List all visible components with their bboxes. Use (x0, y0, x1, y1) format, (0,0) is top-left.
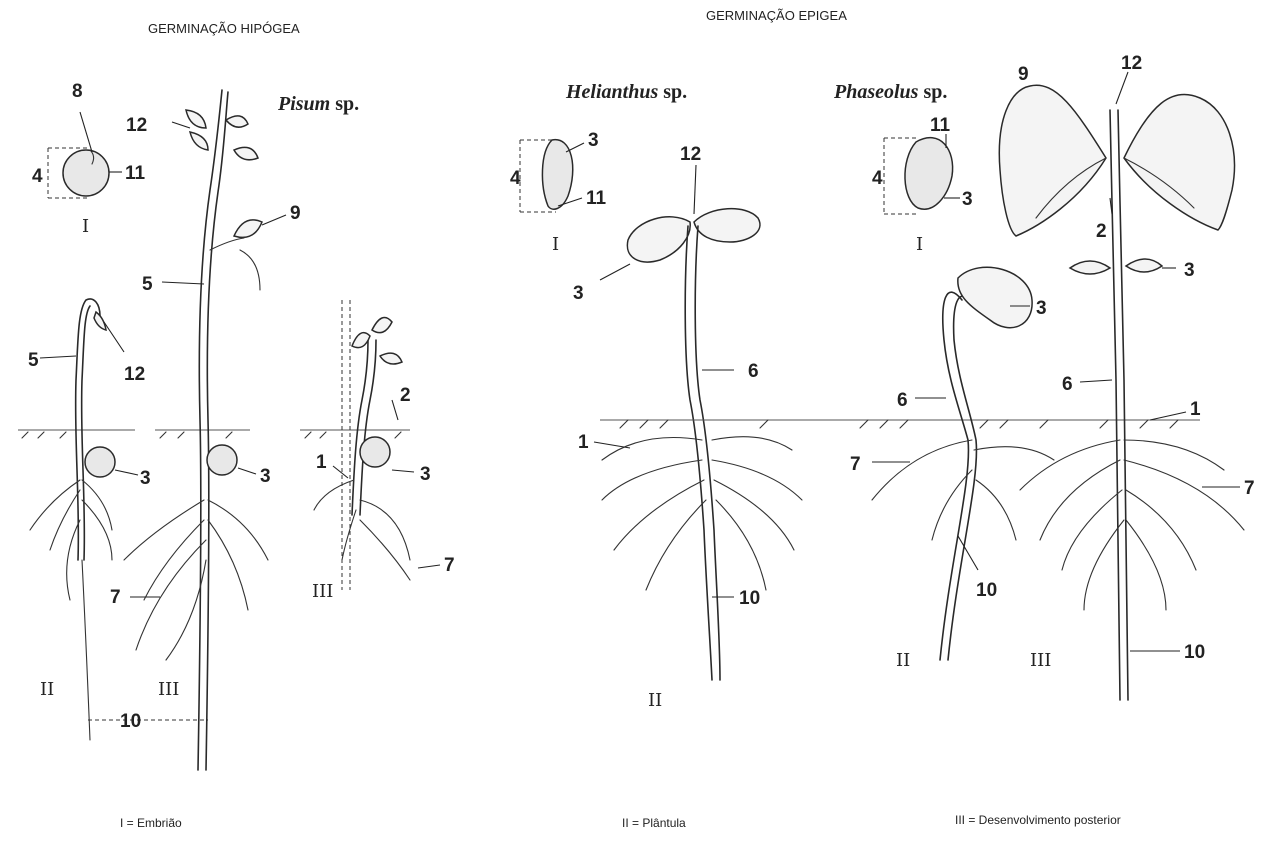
pisum-stage-II: II (40, 679, 54, 700)
phaseolus-iii-label-7: 7 (1244, 478, 1255, 499)
phaseolus-iii-label-12: 12 (1121, 53, 1142, 74)
phaseolus-i-label-11: 11 (930, 115, 951, 136)
phaseolus-stage-II: II (896, 650, 910, 671)
phaseolus-iii-label-1: 1 (1190, 399, 1201, 420)
helianthus-i-label-11: 11 (586, 188, 607, 209)
pisum-ii-label-12: 12 (124, 364, 145, 385)
helianthus-ii-label-1: 1 (578, 432, 589, 453)
heading-hypogeal: GERMINAÇÃO HIPÓGEA (148, 21, 300, 36)
helianthus-stage-I: I (552, 234, 559, 255)
phaseolus-iii-label-3: 3 (1184, 260, 1195, 281)
legend-seedling: II = Plântula (622, 816, 686, 830)
pisum-seedling (30, 299, 138, 740)
phaseolus-iii-label-9: 9 (1018, 64, 1029, 85)
helianthus-stage-II: II (648, 690, 662, 711)
helianthus-ii-label-6: 6 (748, 361, 759, 382)
pisum-iii-label-9: 9 (290, 203, 301, 224)
phaseolus-iii-label-6: 6 (1062, 374, 1073, 395)
epigeal-soil-line (600, 420, 1200, 428)
phaseolus-stage-I: I (916, 234, 923, 255)
pisum-label-11: 11 (125, 163, 146, 184)
pisum-detail-label-7: 7 (444, 555, 455, 576)
pisum-seed (63, 150, 109, 196)
species-helianthus: Helianthus sp. (565, 81, 687, 103)
phaseolus-seedling (872, 267, 1054, 660)
pisum-iii-label-3: 3 (260, 466, 271, 487)
phaseolus-ii-label-10: 10 (976, 580, 997, 601)
phaseolus-i-label-4: 4 (872, 168, 883, 189)
pisum-detail-label-2: 2 (400, 385, 411, 406)
phaseolus-ii-label-3: 3 (1036, 298, 1047, 319)
species-phaseolus: Phaseolus sp. (833, 81, 947, 103)
helianthus-i-label-4: 4 (510, 168, 521, 189)
helianthus-ii-label-10: 10 (739, 588, 760, 609)
pisum-ii-label-5: 5 (28, 350, 39, 371)
phaseolus-stage-III: III (1030, 650, 1051, 671)
pisum-iii-label-5: 5 (142, 274, 153, 295)
helianthus-i-label-3: 3 (588, 130, 599, 151)
helianthus-ii-label-3: 3 (573, 283, 584, 304)
phaseolus-embryo (884, 134, 960, 214)
pisum-ii-label-3: 3 (140, 468, 151, 489)
pisum-label-4: 4 (32, 166, 43, 187)
phaseolus-iii-label-2: 2 (1096, 221, 1107, 242)
pisum-iii-label-12: 12 (126, 115, 147, 136)
pisum-embryo (48, 112, 122, 198)
phaseolus-ii-label-6: 6 (897, 390, 908, 411)
pisum-stage-I: I (82, 216, 89, 237)
pisum-detail-label-1: 1 (316, 452, 327, 473)
phaseolus-i-label-3: 3 (962, 189, 973, 210)
phaseolus-ii-label-7: 7 (850, 454, 861, 475)
heading-epigeal: GERMINAÇÃO EPIGEA (706, 8, 847, 23)
legend-later: III = Desenvolvimento posterior (955, 813, 1121, 827)
species-pisum: Pisum sp. (277, 93, 359, 115)
legend-embryo: I = Embrião (120, 816, 182, 830)
pisum-label-10: 10 (120, 711, 141, 732)
helianthus-embryo (520, 140, 584, 212)
helianthus-ii-label-12: 12 (680, 144, 701, 165)
pisum-detail-plant (314, 300, 440, 590)
phaseolus-iii-label-10: 10 (1184, 642, 1205, 663)
pisum-detail-label-3: 3 (420, 464, 431, 485)
pisum-detail-stage-III: III (312, 581, 333, 602)
pisum-label-7: 7 (110, 587, 121, 608)
pisum-stage-III: III (158, 679, 179, 700)
pisum-label-8: 8 (72, 81, 83, 102)
phaseolus-later-plant (999, 72, 1244, 700)
